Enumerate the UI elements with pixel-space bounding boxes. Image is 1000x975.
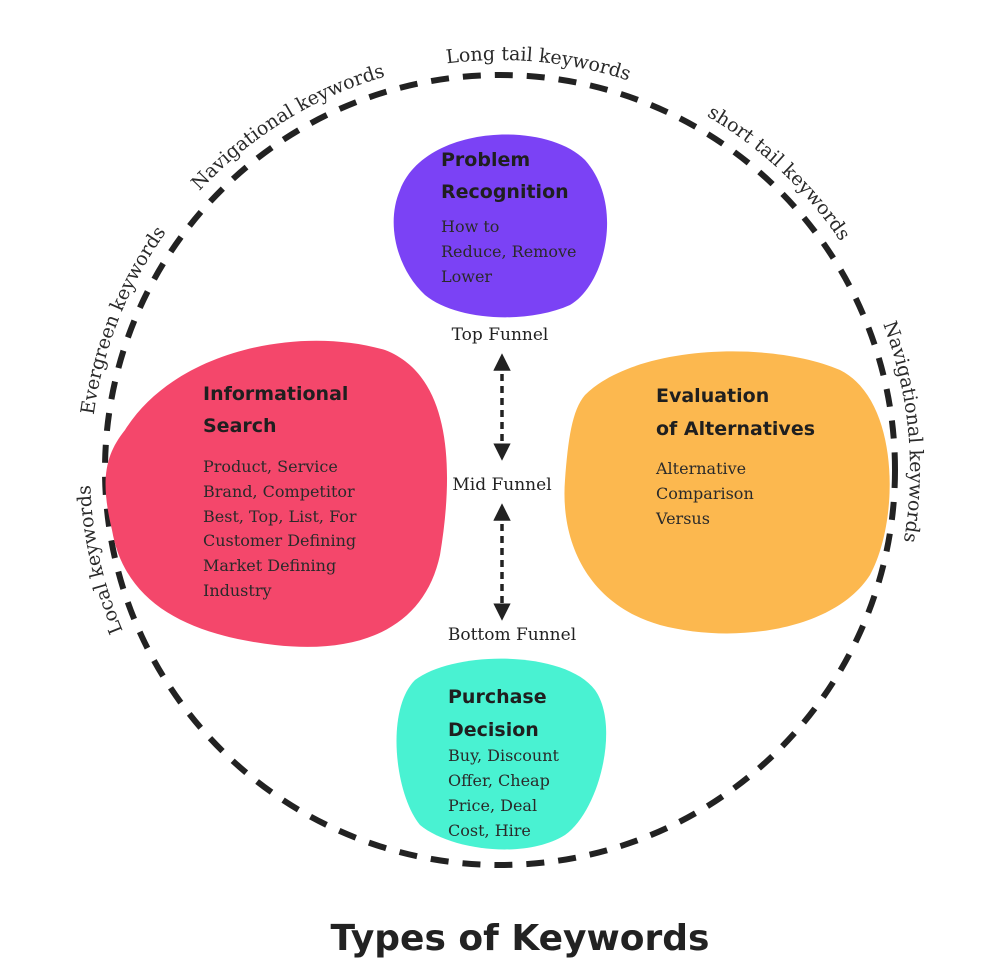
outer-dashed-ring	[102, 72, 898, 868]
problem-line-2: Reduce, Remove	[441, 242, 577, 261]
informational-line-4: Customer Defining	[203, 531, 356, 550]
problem-title-2: Recognition	[441, 181, 569, 203]
purchase-decision-blob	[396, 658, 607, 850]
bottom-funnel-label: Bottom Funnel	[448, 625, 576, 645]
evaluation-blob	[564, 351, 890, 634]
purchase-title-2: Decision	[448, 719, 539, 741]
informational-line-3: Best, Top, List, For	[203, 507, 357, 526]
purchase-line-2: Offer, Cheap	[448, 771, 550, 790]
informational-line-6: Industry	[203, 581, 272, 600]
ring-label-short-tail: short tail keywords	[704, 101, 855, 245]
top-funnel-label: Top Funnel	[452, 325, 549, 345]
problem-title-1: Problem	[441, 149, 530, 171]
purchase-title-1: Purchase	[448, 686, 547, 708]
evaluation-title-1: Evaluation	[656, 385, 769, 407]
informational-line-1: Product, Service	[203, 457, 338, 476]
informational-title-1: Informational	[203, 383, 348, 405]
page-title: Types of Keywords	[331, 918, 710, 959]
informational-line-2: Brand, Competitor	[203, 482, 355, 501]
informational-title-2: Search	[203, 415, 277, 437]
evaluation-line-1: Alternative	[655, 459, 746, 478]
mid-funnel-label: Mid Funnel	[452, 475, 551, 495]
purchase-line-1: Buy, Discount	[448, 746, 560, 765]
evaluation-title-2: of Alternatives	[656, 418, 815, 440]
ring-label-evergreen: Evergreen keywords	[77, 222, 171, 416]
problem-recognition-blob	[393, 134, 608, 318]
purchase-line-3: Price, Deal	[448, 796, 537, 815]
problem-line-3: Lower	[441, 267, 492, 286]
informational-line-5: Market Defining	[203, 556, 336, 575]
evaluation-line-2: Comparison	[656, 484, 754, 503]
informational-search-blob	[105, 340, 448, 647]
problem-line-1: How to	[441, 217, 499, 236]
evaluation-line-3: Versus	[655, 509, 710, 528]
purchase-line-4: Cost, Hire	[448, 821, 531, 840]
ring-label-navigational-left: Navigational keywords	[187, 60, 387, 195]
